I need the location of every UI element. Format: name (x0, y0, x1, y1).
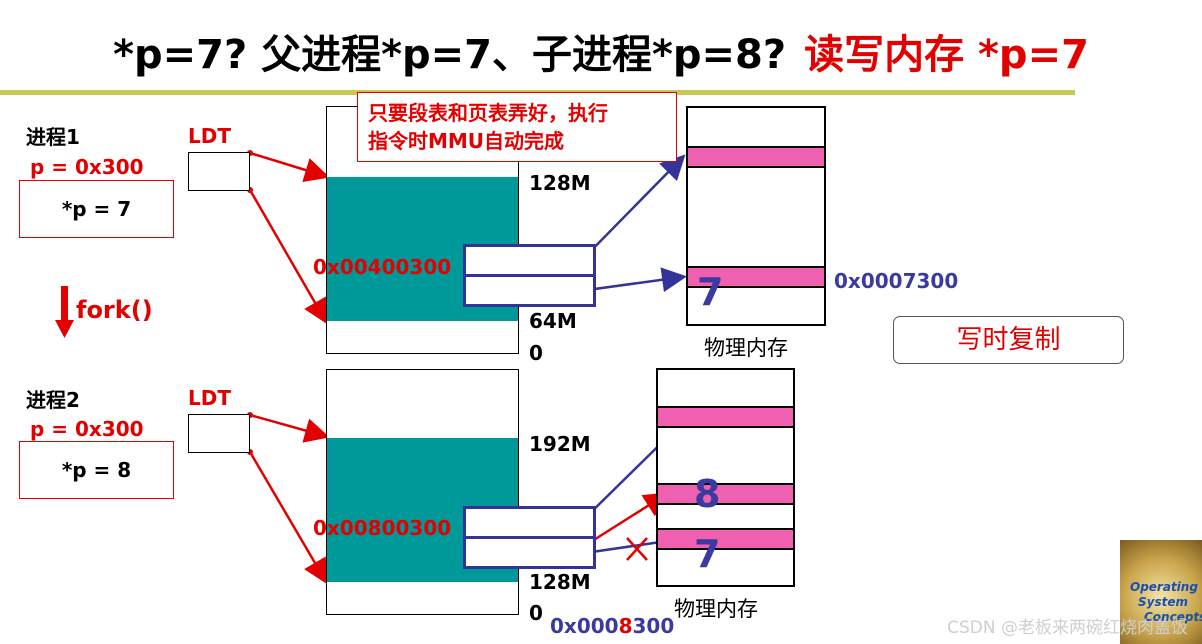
physical2-digit-old: 7 (694, 532, 720, 576)
callout-note: 只要段表和页表弄好，执行 指令时MMU自动完成 (357, 92, 677, 162)
linear1-zero-label: 0 (529, 341, 543, 365)
linear-space-2 (326, 369, 519, 615)
process2-name: 进程2 (26, 384, 80, 413)
process2-value-box: *p = 8 (19, 441, 174, 499)
linear1-mid-label: 64M (529, 309, 577, 333)
physical2-digit-new: 8 (694, 472, 720, 516)
copy-on-write-label: 写时复制 (956, 325, 1060, 355)
linear1-top-label: 128M (529, 171, 591, 195)
process1-name: 进程1 (26, 121, 80, 150)
linear2-zero-label: 0 (529, 601, 543, 625)
physical2-address: 0x0008300 (550, 614, 674, 638)
physical1-label: 物理内存 (704, 332, 788, 362)
physical2-label: 物理内存 (674, 593, 758, 623)
copy-on-write-box: 写时复制 (893, 316, 1124, 364)
physical1-page-a (688, 146, 824, 168)
process1-ldt-label: LDT (188, 124, 231, 148)
physical2-page-a (658, 406, 793, 428)
page-table-1 (463, 244, 596, 307)
logo-line1: Operating (1130, 580, 1198, 594)
physical-memory-2 (656, 368, 795, 587)
page-table-1-divider (466, 274, 593, 277)
physical1-address: 0x0007300 (834, 269, 958, 293)
linear2-mid-label: 128M (529, 570, 591, 594)
physical2-page-new (658, 483, 793, 505)
process1-value-box: *p = 7 (19, 180, 174, 238)
physical2-address-post: 300 (633, 614, 675, 638)
callout-line1: 只要段表和页表弄好，执行 (368, 99, 666, 127)
process1-ldt-box (188, 152, 250, 191)
fork-label: fork() (76, 296, 153, 324)
watermark: CSDN @老板来两碗红烧肉盖饭 (947, 613, 1188, 638)
process2-pointer: p = 0x300 (30, 417, 144, 441)
physical2-address-pre: 0x000 (550, 614, 619, 638)
linear2-top-label: 192M (529, 432, 591, 456)
callout-line2: 指令时MMU自动完成 (368, 127, 666, 155)
process2-ldt-box (188, 414, 250, 453)
process1-pointer: p = 0x300 (30, 155, 144, 179)
process2-ldt-label: LDT (188, 386, 231, 410)
physical2-address-highlight: 8 (619, 614, 633, 638)
logo-line2: System (1138, 595, 1188, 609)
page-table-2 (463, 506, 596, 569)
physical2-page-old (658, 528, 793, 550)
linear2-address: 0x00800300 (313, 516, 451, 540)
physical1-digit: 7 (697, 270, 723, 314)
page-table-2-divider (466, 536, 593, 539)
process2-value: *p = 8 (20, 458, 173, 482)
linear1-address: 0x00400300 (313, 255, 451, 279)
process1-value: *p = 7 (20, 197, 173, 221)
